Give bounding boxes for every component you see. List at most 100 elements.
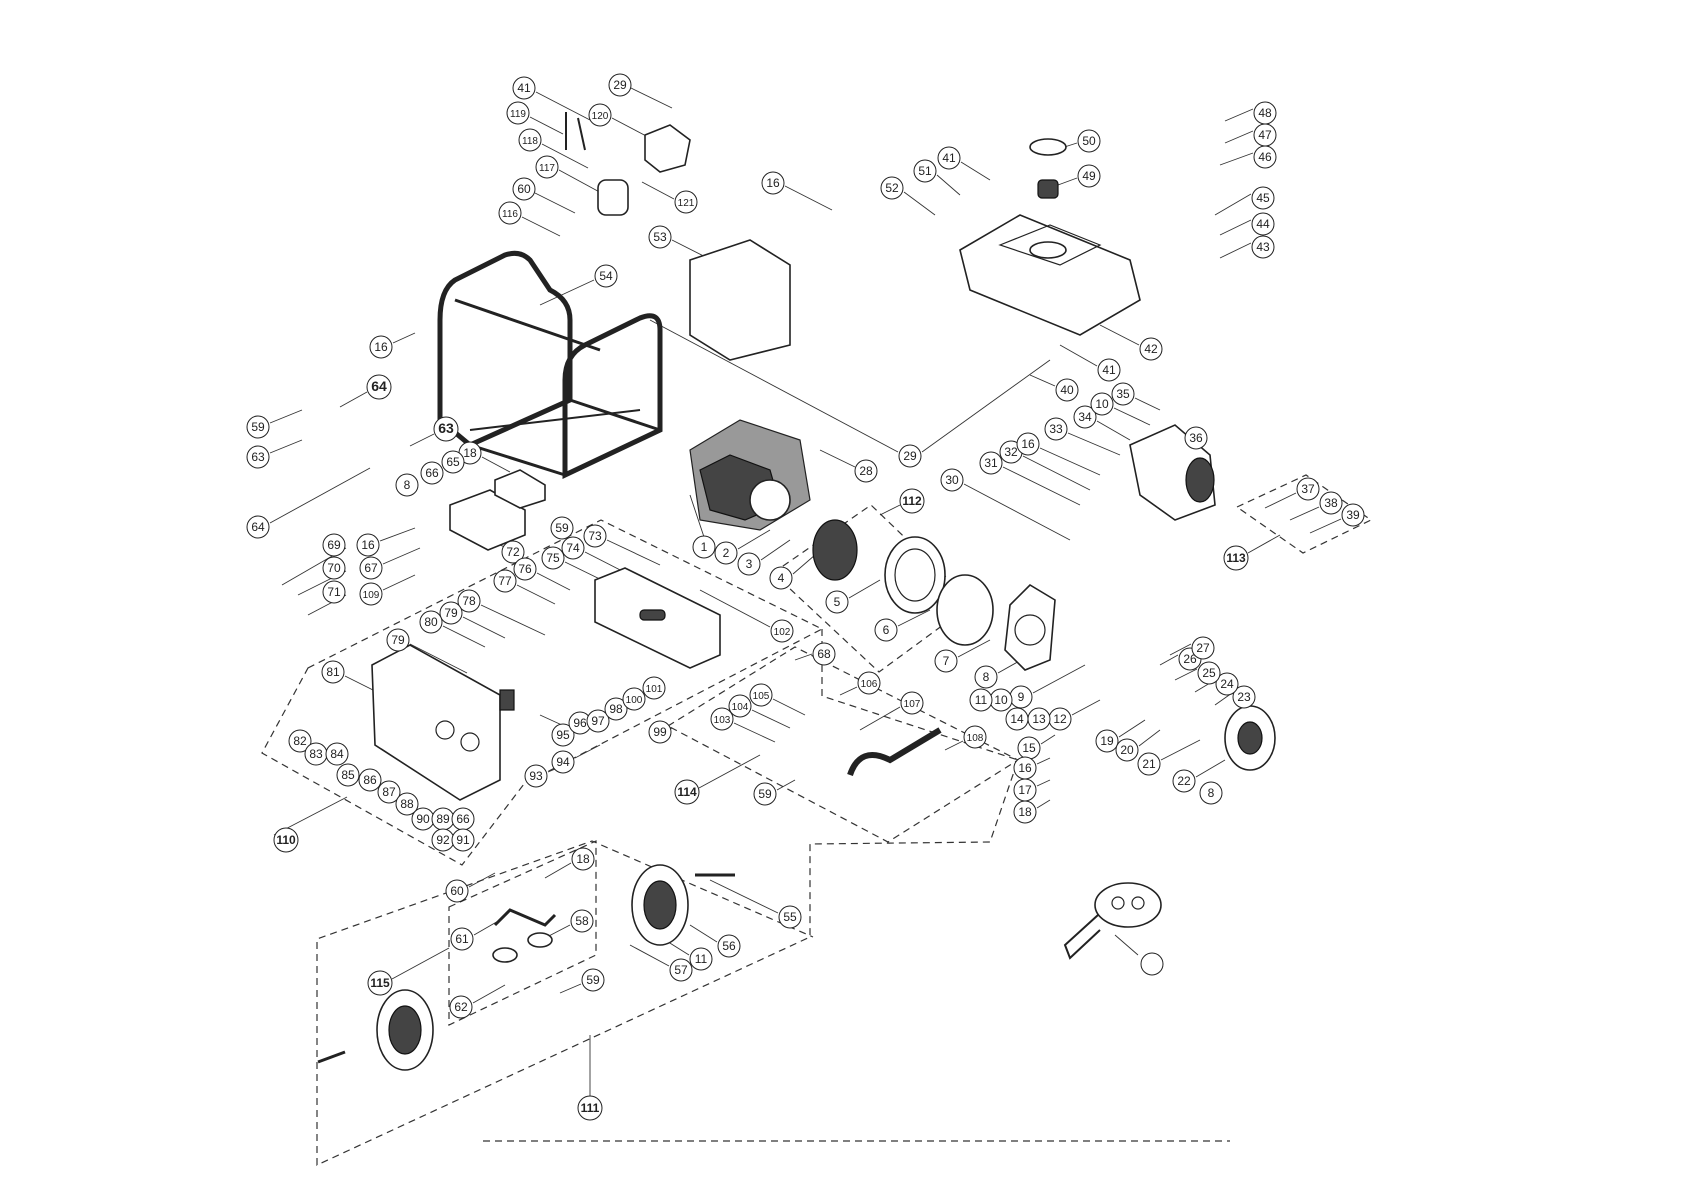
- part-callout: 109: [359, 582, 383, 606]
- callout-circle: [586, 709, 610, 733]
- part-callout: 20: [1115, 738, 1139, 762]
- part-callout: 80: [419, 610, 443, 634]
- callout-number: 41: [1102, 363, 1116, 377]
- callout-number: 65: [446, 455, 460, 469]
- callout-number: 43: [1256, 240, 1270, 254]
- part-callout: 115: [367, 970, 393, 996]
- part-callout: 105: [749, 683, 773, 707]
- part-callout: 42: [1139, 337, 1163, 361]
- callout-number: 88: [400, 797, 414, 811]
- callout-number: 1: [701, 540, 708, 554]
- callout-number: 115: [370, 976, 390, 990]
- callout-number: 27: [1196, 641, 1210, 655]
- callout-number: 109: [363, 590, 380, 601]
- callout-number: 38: [1324, 496, 1338, 510]
- part-callout: 8: [974, 665, 998, 689]
- callout-number: 108: [967, 733, 984, 744]
- part-callout: 70: [322, 556, 346, 580]
- group-111-outline: [316, 629, 1019, 1166]
- callout-number: 89: [436, 812, 450, 826]
- engine: [689, 419, 811, 531]
- callout-circle: [449, 995, 473, 1019]
- callout-number: 25: [1202, 666, 1216, 680]
- part-callout: 68: [812, 642, 836, 666]
- callout-number: 53: [653, 230, 667, 244]
- callout-number: 12: [1053, 712, 1067, 726]
- part-callout: 6: [874, 618, 898, 642]
- callout-circle: [513, 557, 537, 581]
- callout-number: 14: [1010, 712, 1024, 726]
- callout-number: 82: [293, 734, 307, 748]
- callout-circle: [1223, 545, 1249, 571]
- part-callout: 37: [1296, 477, 1320, 501]
- part-callout: 60: [445, 879, 469, 903]
- callout-circle: [1191, 636, 1215, 660]
- part-callout: 93: [524, 764, 548, 788]
- callout-number: 73: [588, 529, 602, 543]
- foot-bracket: [492, 908, 557, 963]
- callout-number: 57: [674, 963, 688, 977]
- part-callout: 1: [692, 535, 716, 559]
- callout-number: 46: [1258, 150, 1272, 164]
- callout-number: 44: [1256, 217, 1270, 231]
- callout-number: 64: [371, 378, 387, 394]
- part-callout: 62: [449, 995, 473, 1019]
- callout-number: 56: [722, 939, 736, 953]
- callout-circle: [937, 146, 961, 170]
- callout-circle: [273, 827, 299, 853]
- part-callout: 23: [1232, 685, 1256, 709]
- callout-circle: [710, 707, 734, 731]
- part-callout: 75: [541, 546, 565, 570]
- battery-box: [449, 469, 546, 551]
- callout-number: 8: [983, 670, 990, 684]
- part-callout: 17: [1013, 778, 1037, 802]
- part-callout: 48: [1253, 101, 1277, 125]
- callout-number: 20: [1120, 743, 1134, 757]
- callout-number: 55: [783, 910, 797, 924]
- callout-circle: [518, 128, 542, 152]
- callout-circle: [1073, 405, 1097, 429]
- callout-number: 62: [454, 1000, 468, 1014]
- callout-circle: [749, 683, 773, 707]
- callout-circle: [524, 764, 548, 788]
- callout-layer: 4111911811729120121601165354161664596363…: [246, 73, 1365, 1121]
- callout-number: 79: [444, 606, 458, 620]
- callout-number: 75: [546, 551, 560, 565]
- callout-circle: [714, 541, 738, 565]
- callout-circle: [512, 76, 536, 100]
- part-callout: 16: [1013, 756, 1037, 780]
- callout-number: 97: [591, 714, 605, 728]
- callout-circle: [770, 619, 794, 643]
- part-callout: 51: [913, 159, 937, 183]
- part-callout: 10: [1090, 392, 1114, 416]
- callout-number: 102: [774, 627, 791, 638]
- callout-number: 45: [1256, 191, 1270, 205]
- callout-number: 41: [517, 81, 531, 95]
- part-callout: 30: [940, 468, 964, 492]
- part-callout: 8: [395, 473, 419, 497]
- callout-number: 4: [778, 571, 785, 585]
- callout-circle: [1055, 378, 1079, 402]
- callout-circle: [501, 540, 525, 564]
- callout-circle: [1251, 186, 1275, 210]
- part-callout: 15: [1017, 736, 1041, 760]
- callout-number: 18: [463, 446, 477, 460]
- callout-number: 10: [994, 693, 1008, 707]
- callout-circle: [551, 723, 575, 747]
- callout-number: 96: [573, 716, 587, 730]
- callout-number: 35: [1116, 387, 1130, 401]
- callout-number: 30: [945, 473, 959, 487]
- callout-number: 37: [1301, 482, 1315, 496]
- callout-number: 40: [1060, 383, 1074, 397]
- callout-number: 28: [859, 464, 873, 478]
- callout-circle: [583, 524, 607, 548]
- callout-number: 32: [1004, 445, 1018, 459]
- part-callout: 57: [669, 958, 693, 982]
- part-callout: 50: [1077, 129, 1101, 153]
- callout-number: 66: [425, 466, 439, 480]
- callout-number: 47: [1258, 128, 1272, 142]
- callout-number: 51: [918, 164, 932, 178]
- callout-number: 64: [251, 520, 265, 534]
